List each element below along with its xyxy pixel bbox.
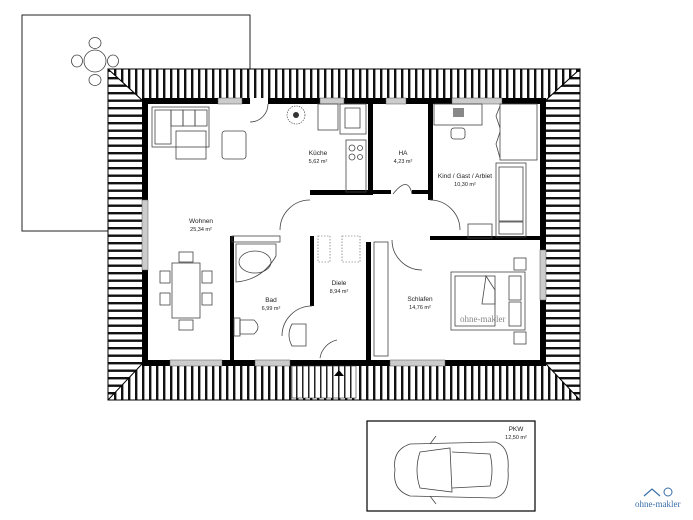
armchair-icon	[221, 130, 247, 160]
svg-text:Kind / Gast / Arbiet: Kind / Gast / Arbiet	[438, 173, 492, 180]
room-label-diele: Diele 8,94 m²	[330, 280, 349, 295]
svg-text:10,30 m²: 10,30 m²	[454, 182, 476, 188]
watermark: ohne-makler	[460, 314, 505, 324]
room-label-wohnen: Wohnen 25,34 m²	[189, 218, 213, 233]
svg-text:6,99 m²: 6,99 m²	[262, 306, 281, 312]
parking-space: PKW 12,50 m²	[366, 420, 536, 512]
coffee-table-icon	[175, 130, 207, 160]
svg-text:PKW: PKW	[509, 426, 525, 433]
car-icon	[394, 435, 509, 505]
wardrobe-icon	[495, 103, 538, 161]
terrace-door-opening	[250, 98, 268, 104]
windows	[141, 97, 547, 367]
sink-icon	[288, 323, 307, 347]
hall-closet	[317, 235, 389, 357]
room-label-bad: Bad 6,99 m²	[262, 297, 281, 312]
svg-text:Diele: Diele	[332, 280, 347, 287]
terrace-table-icon	[71, 37, 119, 86]
svg-text:4,23 m²: 4,23 m²	[394, 159, 413, 165]
ohne-makler-logo: ohne-makler	[635, 487, 680, 509]
door-swing-icon	[249, 103, 269, 123]
single-bed-icon	[495, 162, 527, 238]
desk-icon	[433, 103, 483, 140]
door-swings	[279, 184, 461, 359]
toilet-icon	[233, 317, 259, 337]
svg-text:5,62 m²: 5,62 m²	[309, 159, 328, 165]
entry-stairs	[291, 365, 357, 399]
svg-text:14,76 m²: 14,76 m²	[409, 305, 431, 311]
svg-text:Schlafen: Schlafen	[407, 296, 433, 303]
room-label-ha: HA 4,23 m²	[394, 150, 413, 165]
svg-text:Küche: Küche	[309, 150, 328, 157]
svg-text:8,94 m²: 8,94 m²	[330, 289, 349, 295]
room-label-kueche: Küche 5,62 m²	[309, 150, 328, 165]
dining-table-icon	[159, 251, 213, 331]
svg-text:25,34 m²: 25,34 m²	[190, 227, 212, 233]
double-bed-icon	[450, 257, 527, 345]
svg-text:HA: HA	[398, 150, 408, 157]
svg-text:Bad: Bad	[265, 297, 277, 304]
room-label-schlafen: Schlafen 14,76 m²	[407, 296, 433, 311]
nightstand-icon	[467, 223, 493, 239]
svg-text:ohne-makler: ohne-makler	[635, 499, 680, 509]
kitchen-counter	[317, 103, 367, 193]
sofa-icon	[151, 106, 210, 148]
svg-text:Wohnen: Wohnen	[189, 218, 213, 225]
corner-bathtub-icon	[231, 235, 281, 283]
svg-text:12,50 m²: 12,50 m²	[505, 435, 527, 441]
room-label-kind: Kind / Gast / Arbiet 10,30 m²	[438, 173, 492, 188]
plant-icon	[286, 105, 306, 125]
